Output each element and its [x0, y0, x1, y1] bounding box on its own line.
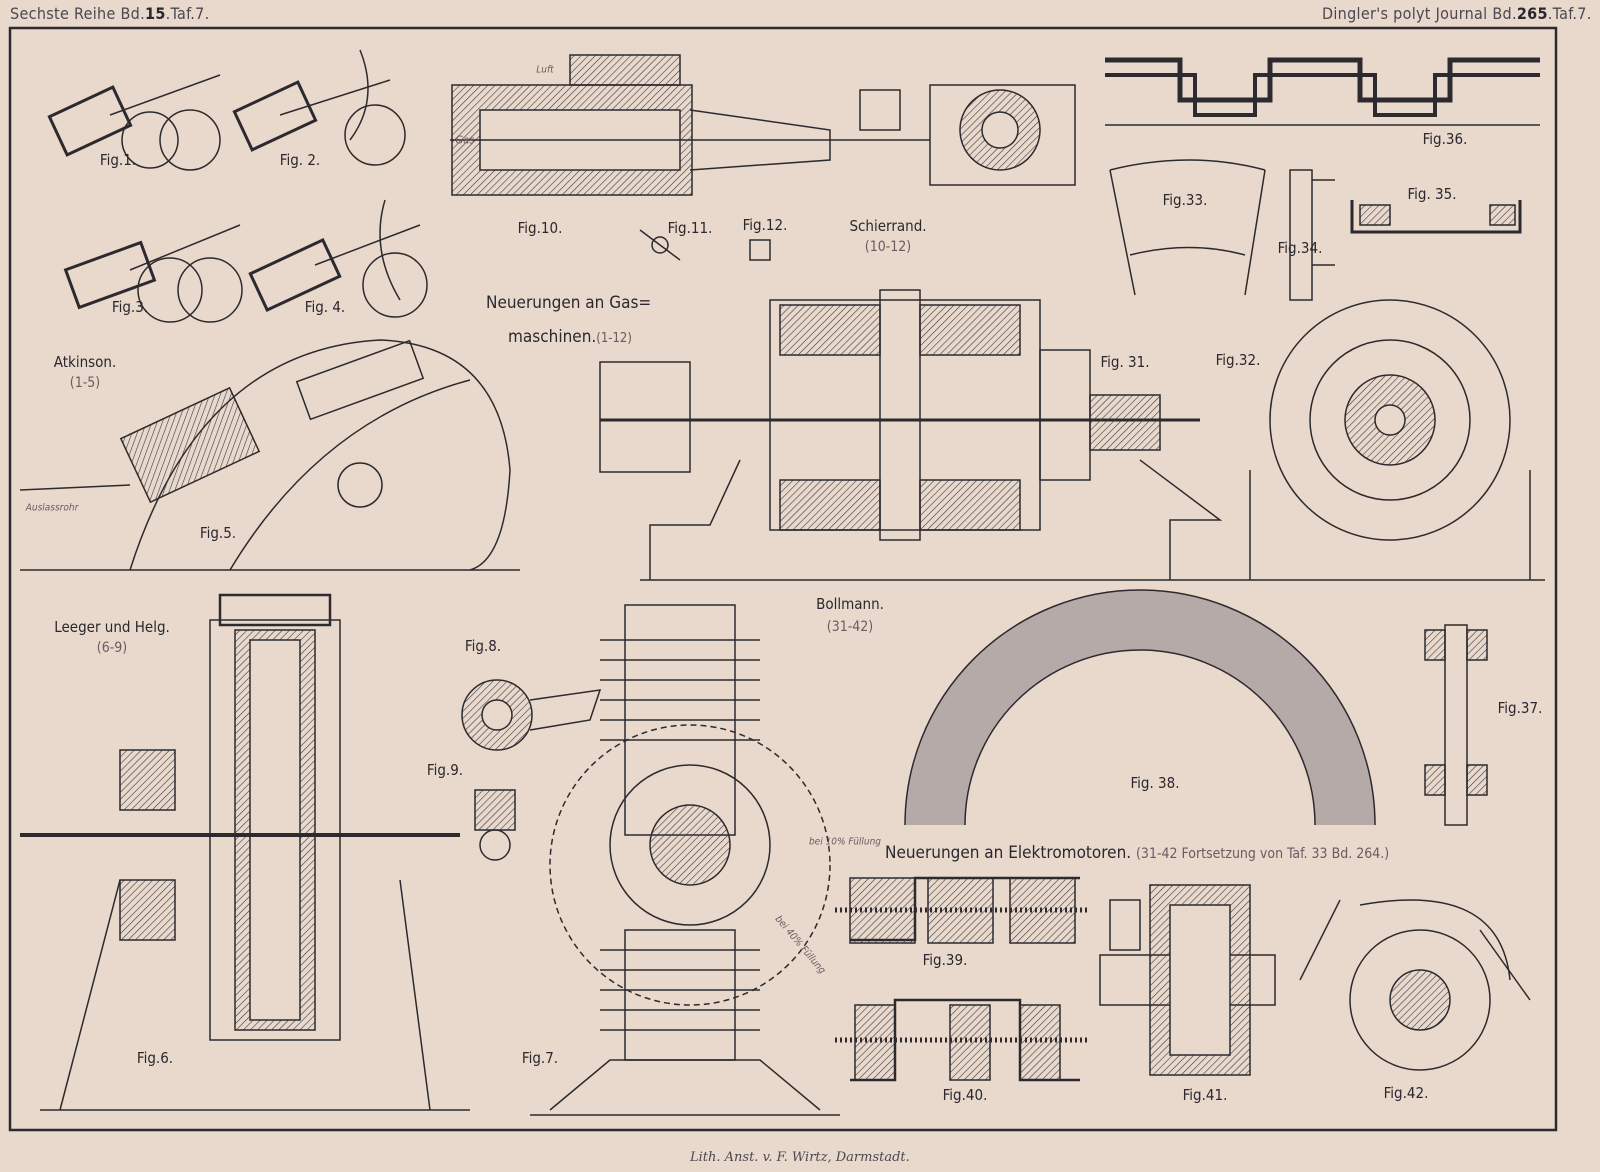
fig-33-label: Fig.33.	[1162, 191, 1208, 209]
annotation-auslassrohr: Auslassrohr	[25, 502, 79, 514]
fig-33-drawing	[1109, 159, 1266, 296]
fig-11-drawing	[639, 229, 681, 261]
fig-36-label: Fig.36.	[1422, 130, 1468, 148]
fig-32-label: Fig.32.	[1215, 351, 1261, 369]
fig-39-drawing	[835, 876, 1090, 944]
fig-38-drawing	[904, 589, 1376, 826]
fig-schierrand-section	[929, 84, 1076, 186]
plate-header-right: Dingler's polyt Journal Bd.265.Taf.7.	[1322, 4, 1592, 23]
fig-5-drawing	[19, 339, 520, 571]
fig-41-drawing	[1099, 884, 1276, 1076]
fig-6-drawing	[20, 593, 470, 1111]
label-bollmann-range: (31-42)	[826, 619, 874, 635]
annotation-fuellung-10: bei 10% Füllung	[808, 836, 882, 848]
fig-38-label: Fig. 38.	[1130, 774, 1180, 792]
fig-6-label: Fig.6.	[136, 1049, 174, 1067]
annotation-luft: Luft	[536, 64, 554, 76]
fig-42-drawing	[1299, 899, 1531, 1071]
fig-3-drawing	[63, 224, 243, 323]
fig-2-label: Fig. 2.	[279, 151, 321, 169]
lithographer-credit: Lith. Anst. v. F. Wirtz, Darmstadt.	[690, 1150, 910, 1165]
fig-35-label: Fig. 35.	[1407, 185, 1457, 203]
fig-12-label: Fig.12.	[742, 216, 788, 234]
section-title-elektro: Neuerungen an Elektromotoren. (31-42 For…	[885, 843, 1390, 863]
label-atkinson: Atkinson.	[53, 353, 117, 371]
fig-3-label: Fig.3.	[111, 298, 149, 316]
fig-39-label: Fig.39.	[922, 951, 968, 969]
fig-1-drawing	[47, 74, 221, 171]
fig-1-label: Fig.1.	[99, 151, 137, 169]
label-atkinson-range: (1-5)	[69, 375, 101, 391]
fig-7-label: Fig.7.	[521, 1049, 559, 1067]
label-bollmann: Bollmann.	[816, 595, 884, 613]
fig-10-label: Fig.10.	[517, 219, 563, 237]
fig-8-drawing	[461, 679, 602, 751]
fig-32-drawing	[1240, 299, 1545, 581]
fig-35-drawing	[1350, 200, 1522, 234]
label-leeger-helg: Leeger und Helg.	[54, 618, 170, 636]
fig-7-drawing	[530, 604, 840, 1116]
fig-34-drawing	[1289, 169, 1335, 301]
fig-4-label: Fig. 4.	[304, 298, 346, 316]
plate-header-left: Sechste Reihe Bd.15.Taf.7.	[10, 4, 210, 23]
fig-42-label: Fig.42.	[1383, 1084, 1429, 1102]
plate-frame	[8, 26, 1558, 1132]
section-title-gas: Neuerungen an Gas=	[486, 293, 652, 313]
fig-2-drawing	[232, 49, 406, 166]
label-schierrand: Schierrand.	[849, 217, 927, 235]
fig-8-label: Fig.8.	[464, 637, 502, 655]
fig-34-label: Fig.34.	[1277, 239, 1323, 257]
fig-31-drawing	[599, 289, 1240, 581]
fig-5-label: Fig.5.	[199, 524, 237, 542]
fig-9-label: Fig.9.	[426, 761, 464, 779]
fig-36-drawing	[1105, 57, 1540, 126]
label-schierrand-range: (10-12)	[864, 239, 912, 255]
fig-9-drawing	[474, 789, 516, 861]
fig-40-drawing	[835, 998, 1090, 1082]
fig-12-drawing	[749, 239, 771, 261]
fig-11-label: Fig.11.	[667, 219, 713, 237]
label-leeger-range: (6-9)	[96, 640, 128, 656]
fig-4-drawing	[248, 199, 428, 318]
annotation-gas: Gas	[455, 133, 475, 147]
fig-41-label: Fig.41.	[1182, 1086, 1228, 1104]
section-title-gas-line2: maschinen.(1-12)	[508, 327, 632, 347]
fig-10-drawing	[450, 54, 930, 196]
fig-37-drawing	[1424, 624, 1488, 826]
fig-37-label: Fig.37.	[1497, 699, 1543, 717]
fig-31-label: Fig. 31.	[1100, 353, 1150, 371]
fig-40-label: Fig.40.	[942, 1086, 988, 1104]
